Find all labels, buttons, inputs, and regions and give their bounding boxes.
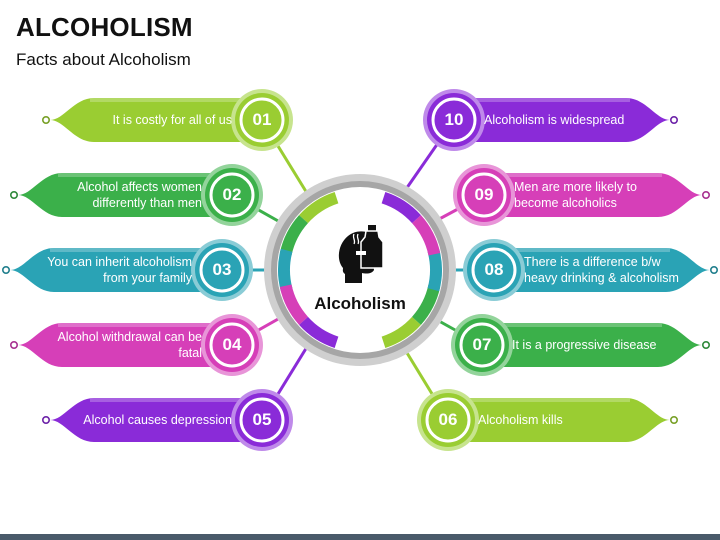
fact-item-01 [41, 89, 293, 151]
number-badge-06 [425, 397, 471, 443]
fact-pill-07 [482, 323, 702, 367]
fact-text-06: Alcoholism kills [478, 413, 563, 427]
fact-pill-09 [484, 173, 702, 217]
fact-text-02: Alcohol affects women differently than m… [77, 180, 202, 210]
fact-pill-10 [454, 98, 670, 142]
number-badge-04 [209, 322, 255, 368]
fact-item-06 [417, 389, 678, 451]
fact-item-09 [453, 164, 710, 226]
page-title: ALCOHOLISM [16, 12, 193, 42]
hub-arc-10 [381, 192, 421, 224]
fact-pill-highlight-06 [448, 398, 630, 402]
fact-knob-09 [701, 191, 710, 200]
fact-pill-02 [18, 173, 232, 217]
fact-text-05: Alcohol causes depression [83, 413, 232, 427]
fact-number-03: 03 [212, 260, 232, 279]
number-badge-01 [239, 97, 285, 143]
hub-arc-08 [427, 248, 442, 292]
page-subtitle: Facts about Alcoholism [16, 50, 191, 69]
number-badge-05 [239, 397, 285, 443]
fact-knob-05 [41, 415, 50, 424]
center-hub [264, 174, 456, 366]
fact-item-04 [10, 314, 263, 376]
fact-pill-highlight-09 [484, 173, 662, 177]
fact-number-02: 02 [222, 185, 242, 204]
fact-pill-08 [494, 248, 710, 292]
hub-arc-09 [411, 215, 441, 256]
number-badge-10 [431, 97, 477, 143]
fact-item-05 [41, 389, 293, 451]
fact-pill-01 [50, 98, 262, 142]
number-badge-09 [461, 172, 507, 218]
fact-text-03: You can inherit alcoholism from your fam… [47, 255, 192, 285]
fact-knob-04 [10, 340, 19, 349]
fact-pills [1, 89, 718, 451]
fact-text-09: Men are more likely to become alcoholics [514, 180, 637, 210]
fact-pill-highlight-01 [90, 98, 262, 102]
fact-knob-01 [41, 116, 50, 125]
fact-knob-08 [709, 265, 718, 274]
fact-item-08 [463, 239, 718, 301]
fact-pill-highlight-05 [90, 398, 262, 402]
fact-number-04: 04 [222, 335, 242, 354]
number-badge-02 [209, 172, 255, 218]
footer-bar [0, 534, 720, 540]
fact-pill-highlight-10 [454, 98, 630, 102]
fact-pill-03 [10, 248, 222, 292]
hub-arc-03 [278, 248, 293, 292]
fact-item-02 [10, 164, 263, 226]
number-badge-03 [199, 247, 245, 293]
fact-knob-02 [10, 191, 19, 200]
fact-pill-06 [448, 398, 670, 442]
fact-pill-highlight-04 [58, 323, 232, 327]
hub-arc-05 [299, 316, 339, 348]
fact-pill-highlight-07 [482, 323, 662, 327]
fact-number-10: 10 [444, 110, 464, 129]
number-badge-08 [471, 247, 517, 293]
fact-knob-06 [669, 415, 678, 424]
hub-arc-01 [299, 192, 339, 224]
fact-number-06: 06 [438, 410, 458, 429]
fact-number-09: 09 [474, 185, 494, 204]
fact-text-10: Alcoholism is widespread [484, 113, 625, 127]
fact-knob-10 [669, 116, 678, 125]
fact-number-07: 07 [472, 335, 492, 354]
hub-arc-04 [279, 284, 309, 325]
hub-arc-06 [381, 316, 421, 348]
fact-item-10 [423, 89, 678, 151]
fact-pill-highlight-03 [50, 248, 222, 252]
head-with-bottle-icon [338, 225, 384, 283]
fact-pill-highlight-08 [494, 248, 670, 252]
fact-pill-highlight-02 [58, 173, 232, 177]
hub-colored-arcs [278, 192, 442, 348]
fact-text-04: Alcohol withdrawal can be fatal [57, 330, 202, 360]
fact-number-08: 08 [484, 260, 504, 279]
fact-knob-07 [701, 340, 710, 349]
fact-knob-03 [1, 265, 11, 274]
center-label: Alcoholism [314, 294, 406, 313]
fact-pill-05 [50, 398, 262, 442]
fact-pill-04 [18, 323, 232, 367]
fact-text-08: There is a difference b/w heavy drinking… [524, 255, 679, 285]
fact-text-01: It is costly for all of us [112, 113, 232, 127]
number-badge-07 [459, 322, 505, 368]
fact-item-07 [451, 314, 710, 376]
fact-item-03 [1, 239, 253, 301]
fact-text-07: It is a progressive disease [512, 338, 657, 352]
fact-number-01: 01 [252, 110, 272, 129]
fact-number-05: 05 [252, 410, 272, 429]
